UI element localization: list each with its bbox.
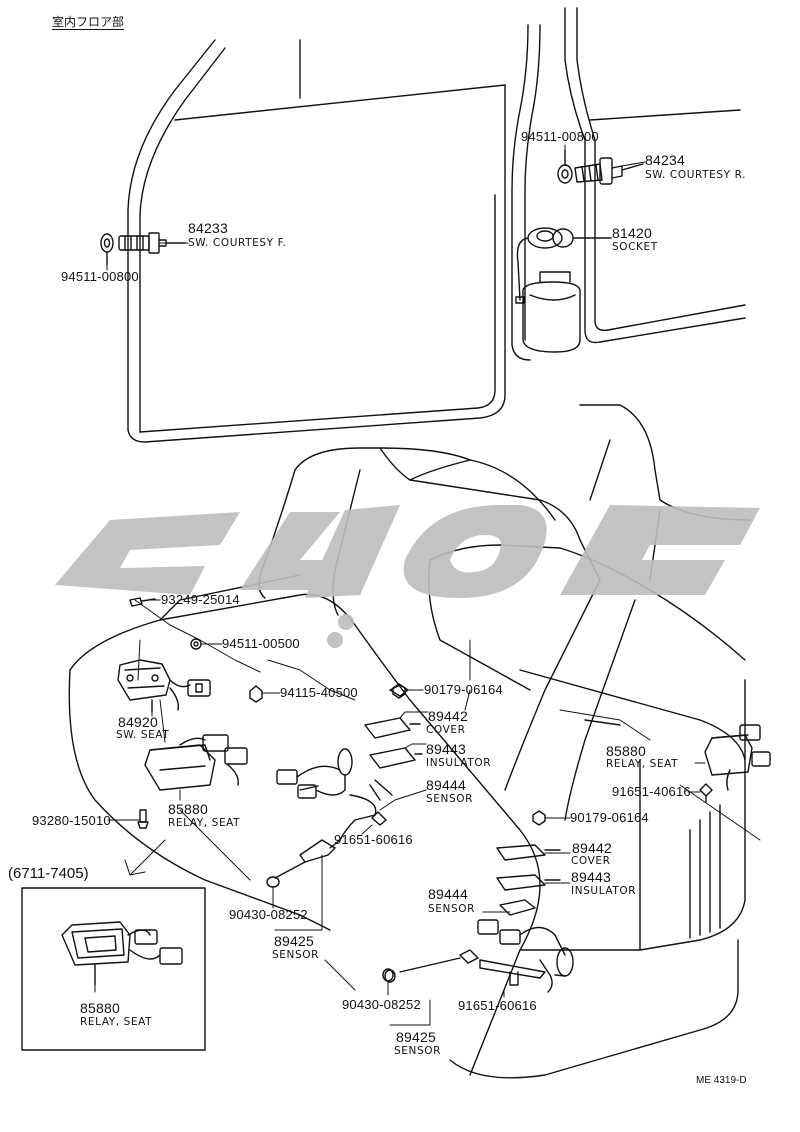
production-range-label: (6711-7405) [8,865,89,882]
courtesy-switch-front-drawing [100,232,186,266]
cover-insulator-a-drawing [364,684,423,769]
part-number-washer-94511-00500: 94511-00500 [222,636,300,651]
inset-box [21,887,206,1051]
part-name-sensor-89425-a: SENSOR [272,949,319,961]
sensor-harness-right-drawing [384,844,574,993]
part-number-insulator-a: 89443 [426,741,466,757]
part-name-insulator-a: INSULATOR [426,757,492,769]
part-number-nut-90179-b: 90179-06164 [570,810,649,825]
part-number-cover-a: 89442 [428,708,468,724]
part-number-screw-93280: 93280-15010 [32,813,111,828]
door-frame-front [127,39,506,443]
part-number-sensor-89425-a: 89425 [274,933,314,949]
part-name-cover-a: COVER [426,724,466,736]
leader-lines [94,144,761,1026]
courtesy-switch-rear-drawing [557,149,644,185]
part-number-bolt-93249: 93249-25014 [161,592,240,607]
part-name-sensor-89444-b: SENSOR [428,903,475,915]
part-number-insulator-b: 89443 [571,869,611,885]
part-number-bolt-91651-40616: 91651-40616 [612,784,691,799]
watermark-logo [55,505,760,648]
part-name-relay-seat-inset: RELAY, SEAT [80,1016,153,1028]
part-number-relay-seat-center: 85880 [168,801,208,817]
part-number-relay-seat-inset: 85880 [80,1000,120,1016]
hardware-symbols [129,597,546,982]
section-title: 室内フロア部 [52,15,125,30]
part-number-sensor-89444-a: 89444 [426,777,466,793]
part-name-sw-courtesy-r: SW. COURTESY R. [645,169,747,181]
door-frame-rear [511,7,746,361]
part-number-washer-90430-b: 90430-08252 [342,997,421,1012]
part-number-cover-b: 89442 [572,840,612,856]
part-number-relay-seat-right: 85880 [606,743,646,759]
part-number-bolt-91651-60616-b: 91651-60616 [458,998,537,1013]
part-number-nut-90179-a: 90179-06164 [424,682,503,697]
part-number-bolt-91651-60616-a: 91651-60616 [334,832,413,847]
part-number-sw-courtesy-r: 84234 [645,152,685,168]
part-number-washer-left: 94511-00800 [61,269,139,284]
part-number-sw-courtesy-f: 84233 [188,220,228,236]
part-number-sensor-89425-b: 89425 [396,1029,436,1045]
part-number-sw-seat: 84920 [118,714,158,730]
part-number-nut-94115: 94115-40500 [280,685,358,700]
part-name-sw-courtesy-f: SW. COURTESY F. [188,237,287,249]
part-name-cover-b: COVER [571,855,611,867]
part-name-sensor-89425-b: SENSOR [394,1045,441,1057]
relay-seat-right-drawing [699,724,771,803]
part-name-relay-seat-center: RELAY, SEAT [168,817,241,829]
sensor-harness-left-drawing [266,748,393,888]
part-name-socket: SOCKET [612,241,658,253]
socket-and-battery-drawing [515,227,611,353]
part-number-sensor-89444-b: 89444 [428,886,468,902]
relay-seat-center-drawing [144,734,248,791]
part-name-sensor-89444-a: SENSOR [426,793,473,805]
part-number-washer-right: 94511-00800 [521,129,599,144]
part-name-relay-seat-right: RELAY, SEAT [606,758,679,770]
drawing-code: ME 4319-D [696,1075,747,1086]
part-number-washer-90430-a: 90430-08252 [229,907,308,922]
seat-switch-drawing [117,659,211,713]
part-number-socket: 81420 [612,225,652,241]
part-name-insulator-b: INSULATOR [571,885,637,897]
part-name-sw-seat: SW. SEAT [116,729,170,741]
